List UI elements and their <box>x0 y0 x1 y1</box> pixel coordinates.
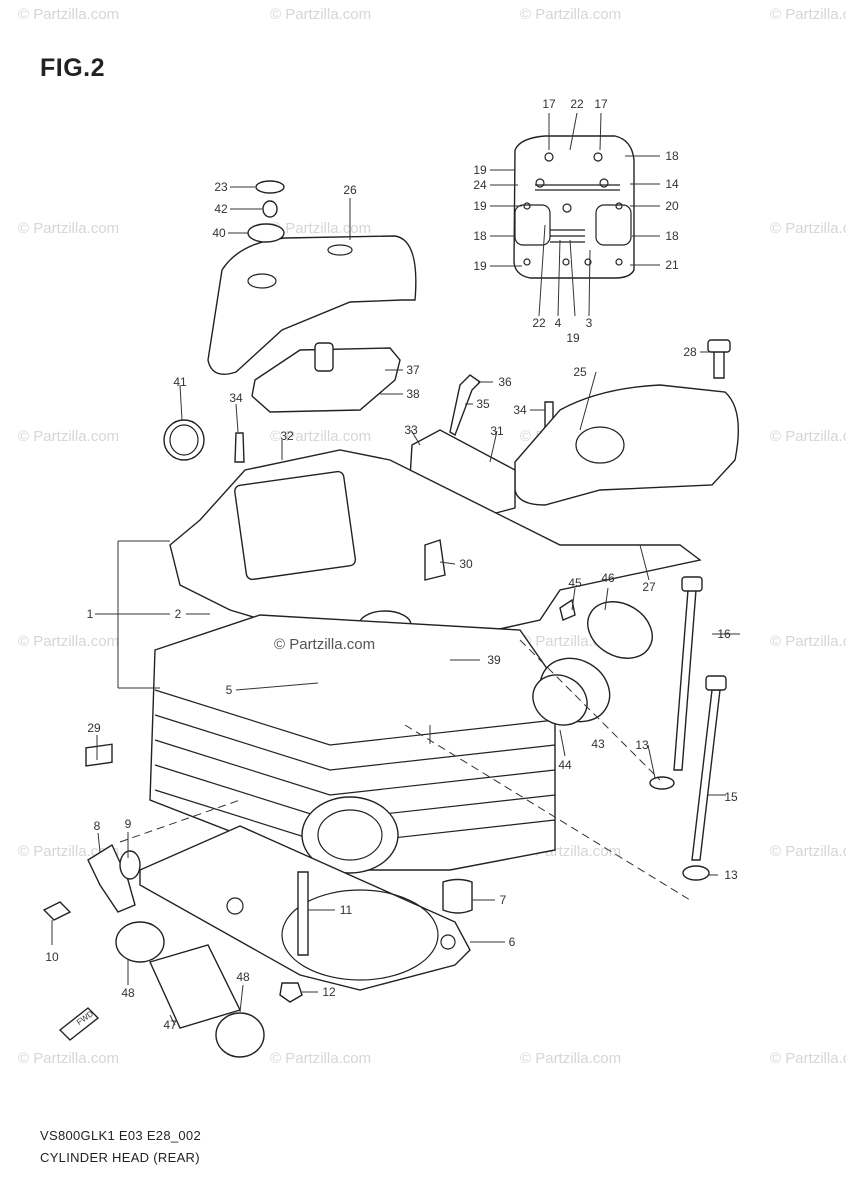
part-label: 34 <box>229 391 243 405</box>
part-label: 12 <box>322 985 336 999</box>
part-label: 26 <box>343 183 357 197</box>
part-label: 23 <box>214 180 228 194</box>
part-label: 37 <box>406 363 420 377</box>
part-label: 11 <box>339 903 353 917</box>
part-label: 10 <box>45 950 59 964</box>
part-label: 18 <box>473 229 487 243</box>
part-label: 33 <box>404 423 418 437</box>
part-label: 9 <box>124 817 132 831</box>
watermark: © Partzilla.com <box>270 1050 372 1067</box>
part-label: 41 <box>173 375 187 389</box>
part-label: 1 <box>86 607 94 621</box>
watermark: © Partzilla.com <box>270 6 372 23</box>
part-label: 19 <box>473 259 487 273</box>
center-watermark: © Partzilla.com <box>272 636 378 653</box>
part-label: 3 <box>585 316 593 330</box>
part-label: 24 <box>473 178 487 192</box>
part-label: 22 <box>570 97 584 111</box>
part-label: 4 <box>554 316 562 330</box>
part-label: 5 <box>225 683 233 697</box>
part-label: 21 <box>665 258 679 272</box>
part-label: 39 <box>487 653 501 667</box>
part-label: 30 <box>459 557 473 571</box>
part-label: 6 <box>508 935 516 949</box>
pipe-47 <box>149 944 241 1029</box>
part-label: 29 <box>87 721 101 735</box>
part-label: 19 <box>473 163 487 177</box>
part-label: 43 <box>591 737 605 751</box>
part-label: 45 <box>568 576 582 590</box>
part-label: 20 <box>665 199 679 213</box>
watermark: © Partzilla.com <box>520 1050 622 1067</box>
watermark: © Partzilla.com <box>270 428 372 445</box>
watermark: © Partzilla.com <box>270 220 372 237</box>
part-label: 42 <box>214 202 228 216</box>
part-label: 47 <box>163 1018 177 1032</box>
part-label: 19 <box>566 331 580 345</box>
part-label: 25 <box>573 365 587 379</box>
part-label: 22 <box>532 316 546 330</box>
rocker-cover-drawing <box>513 135 635 279</box>
part-label: 46 <box>601 571 615 585</box>
watermark: © Partzilla.com <box>770 220 846 237</box>
figure-title: FIG.2 <box>40 54 106 82</box>
part-label: 17 <box>542 97 556 111</box>
part-label: 13 <box>635 738 649 752</box>
watermark: © Partzilla.com <box>18 220 120 237</box>
part-label: 18 <box>665 149 679 163</box>
part-label: 18 <box>665 229 679 243</box>
watermark: © Partzilla.com <box>770 428 846 445</box>
watermark: © Partzilla.com <box>18 6 120 23</box>
part-label: 17 <box>594 97 608 111</box>
part-label: 8 <box>93 819 101 833</box>
diagram-code: VS800GLK1 E03 E28_002 <box>40 1128 201 1143</box>
part-label: 2 <box>174 607 182 621</box>
part-label: 28 <box>683 345 697 359</box>
cover-26 <box>207 235 417 375</box>
part-label: 38 <box>406 387 420 401</box>
part-label: 31 <box>490 424 504 438</box>
part-label: 44 <box>558 758 572 772</box>
part-label: 19 <box>473 199 487 213</box>
part-label: 48 <box>236 970 250 984</box>
part-label: 16 <box>717 627 731 641</box>
watermark: © Partzilla.com <box>18 428 120 445</box>
intake-cover-25 <box>514 384 740 506</box>
part-label: 27 <box>642 580 656 594</box>
part-label: 15 <box>724 790 738 804</box>
part-label: 32 <box>280 429 294 443</box>
watermark: © Partzilla.com <box>770 843 846 860</box>
part-label: 36 <box>498 375 512 389</box>
diagram-caption: CYLINDER HEAD (REAR) <box>40 1150 200 1165</box>
fwd-arrow <box>58 1007 100 1041</box>
watermark: © Partzilla.com <box>770 1050 846 1067</box>
part-label: 35 <box>476 397 490 411</box>
part-label: 40 <box>212 226 226 240</box>
part-label: 7 <box>499 893 507 907</box>
watermark: © Partzilla.com <box>770 633 846 650</box>
part-label: 34 <box>513 403 527 417</box>
part-label: 14 <box>665 177 679 191</box>
watermark: © Partzilla.com <box>18 1050 120 1067</box>
part-label: 13 <box>724 868 738 882</box>
part-label: 48 <box>121 986 135 1000</box>
watermark: © Partzilla.com <box>770 6 846 23</box>
watermark: © Partzilla.com <box>520 6 622 23</box>
watermark: © Partzilla.com <box>18 633 120 650</box>
